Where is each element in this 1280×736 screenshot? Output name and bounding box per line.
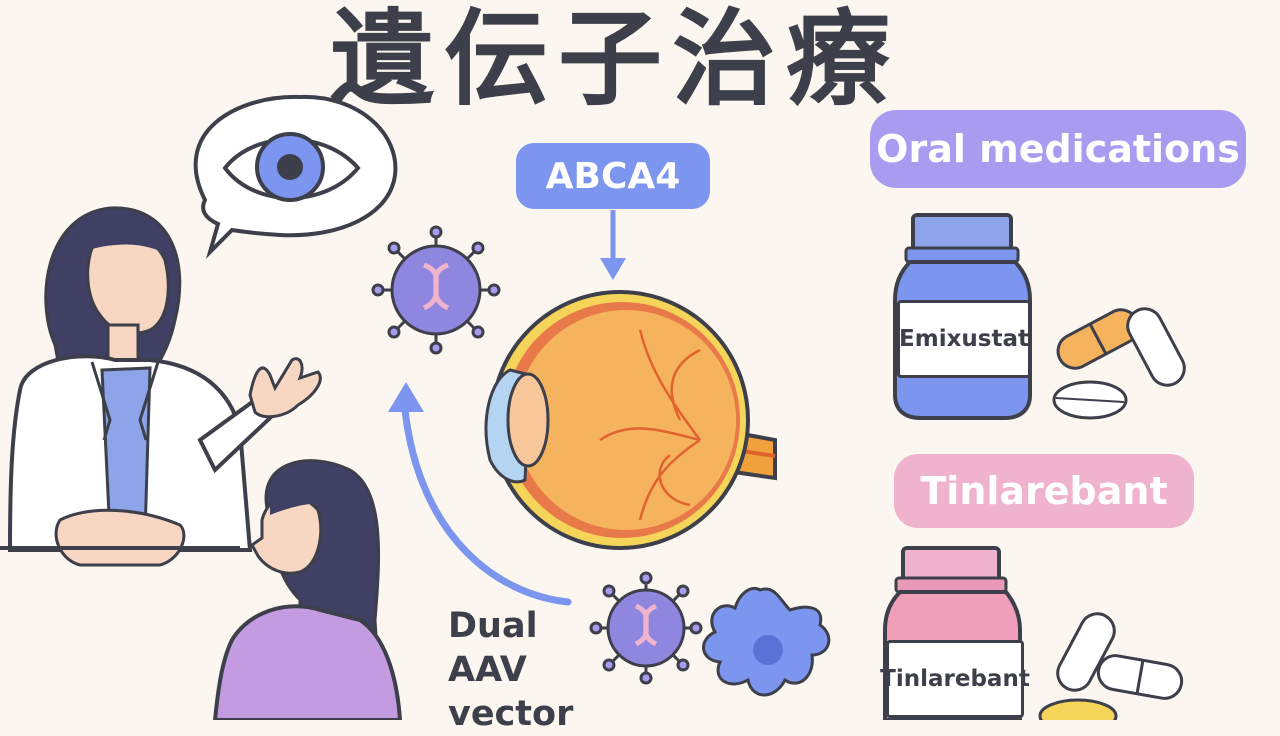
eyeball-diagram-icon	[484, 290, 777, 550]
virus-icon	[371, 225, 501, 355]
delivery-arrow-icon	[388, 382, 572, 606]
cell-icon	[702, 586, 831, 697]
vector-label-line: Dual	[448, 606, 538, 646]
dual-aav-vector-label: Dual AAV vector	[448, 604, 578, 736]
emixustat-bottle-label: Emixustat	[897, 300, 1031, 378]
pills-icon	[1052, 307, 1186, 420]
pills-icon	[1038, 612, 1184, 720]
tinlarebant-badge: Tinlarebant	[894, 454, 1194, 528]
patient-figure	[212, 459, 403, 720]
vector-label-line: vector	[448, 694, 574, 734]
oral-medications-badge: Oral medications	[870, 110, 1246, 188]
illustration-canvas	[0, 94, 1186, 720]
tinlarebant-bottle-label: Tinlarebant	[880, 640, 1030, 718]
page-title: 遺伝子治療	[330, 0, 901, 120]
gene-label-badge: ABCA4	[516, 143, 710, 209]
vector-label-line: AAV	[448, 650, 527, 690]
doctor-figure	[0, 206, 322, 567]
down-arrow-icon	[600, 210, 626, 280]
speech-bubble-eye-icon	[193, 94, 398, 259]
virus-icon	[589, 571, 703, 685]
